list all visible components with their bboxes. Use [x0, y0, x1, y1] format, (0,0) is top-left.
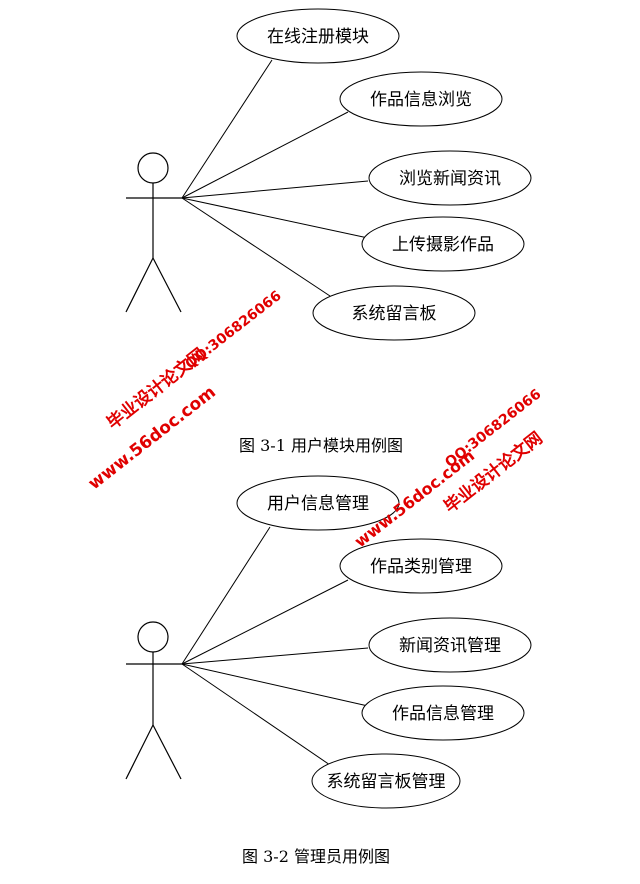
svg-text:系统留言板管理: 系统留言板管理 — [327, 772, 446, 792]
use-case-message-board-mgmt: 系统留言板管理 — [311, 753, 461, 809]
svg-text:QQ:306826066: QQ:306826066 — [182, 288, 284, 373]
svg-text:作品信息管理: 作品信息管理 — [392, 704, 494, 724]
assoc-line — [181, 663, 331, 766]
assoc-line — [181, 180, 369, 199]
use-case-works-mgmt: 作品信息管理 — [361, 685, 525, 741]
associations-1 — [181, 59, 369, 297]
assoc-line — [181, 197, 331, 297]
associations-2 — [181, 526, 369, 766]
assoc-line — [181, 59, 273, 199]
svg-text:系统留言板: 系统留言板 — [352, 304, 437, 324]
use-case-news-mgmt: 新闻资讯管理 — [368, 617, 532, 673]
diagram-user-module: 在线注册模块 作品信息浏览 浏览新闻资讯 上传摄影作品 系统留言板 图 3-1 … — [125, 8, 532, 455]
use-case-online-register: 在线注册模块 — [236, 8, 400, 64]
diagram-admin: 用户信息管理 作品类别管理 新闻资讯管理 作品信息管理 系统留言板管理 图 3-… — [125, 475, 532, 866]
use-case-browse-works: 作品信息浏览 — [339, 71, 503, 127]
svg-text:QQ:306826066: QQ:306826066 — [442, 386, 544, 471]
use-case-user-info-mgmt: 用户信息管理 — [236, 475, 400, 531]
assoc-line — [181, 579, 349, 665]
svg-text:在线注册模块: 在线注册模块 — [267, 27, 369, 47]
use-case-message-board: 系统留言板 — [312, 285, 476, 341]
use-case-browse-news: 浏览新闻资讯 — [368, 150, 532, 206]
use-case-category-mgmt: 作品类别管理 — [339, 538, 503, 594]
assoc-line — [181, 647, 369, 665]
use-case-upload-photos: 上传摄影作品 — [361, 216, 525, 272]
watermark-left: 毕业设计论文网 QQ:306826066 www.56doc.com — [85, 288, 285, 494]
svg-text:作品类别管理: 作品类别管理 — [370, 557, 472, 577]
svg-text:浏览新闻资讯: 浏览新闻资讯 — [399, 169, 501, 189]
svg-text:作品信息浏览: 作品信息浏览 — [370, 90, 472, 110]
assoc-line — [181, 663, 369, 707]
actor-admin — [125, 621, 182, 780]
svg-text:用户信息管理: 用户信息管理 — [267, 494, 369, 514]
svg-text:新闻资讯管理: 新闻资讯管理 — [399, 636, 501, 656]
assoc-line — [181, 526, 271, 665]
assoc-line — [181, 111, 349, 199]
caption-fig-3-1: 图 3-1 用户模块用例图 — [239, 436, 403, 455]
actor-user — [125, 152, 182, 313]
assoc-line — [181, 197, 369, 239]
svg-text:上传摄影作品: 上传摄影作品 — [392, 235, 494, 255]
caption-fig-3-2: 图 3-2 管理员用例图 — [242, 847, 390, 866]
